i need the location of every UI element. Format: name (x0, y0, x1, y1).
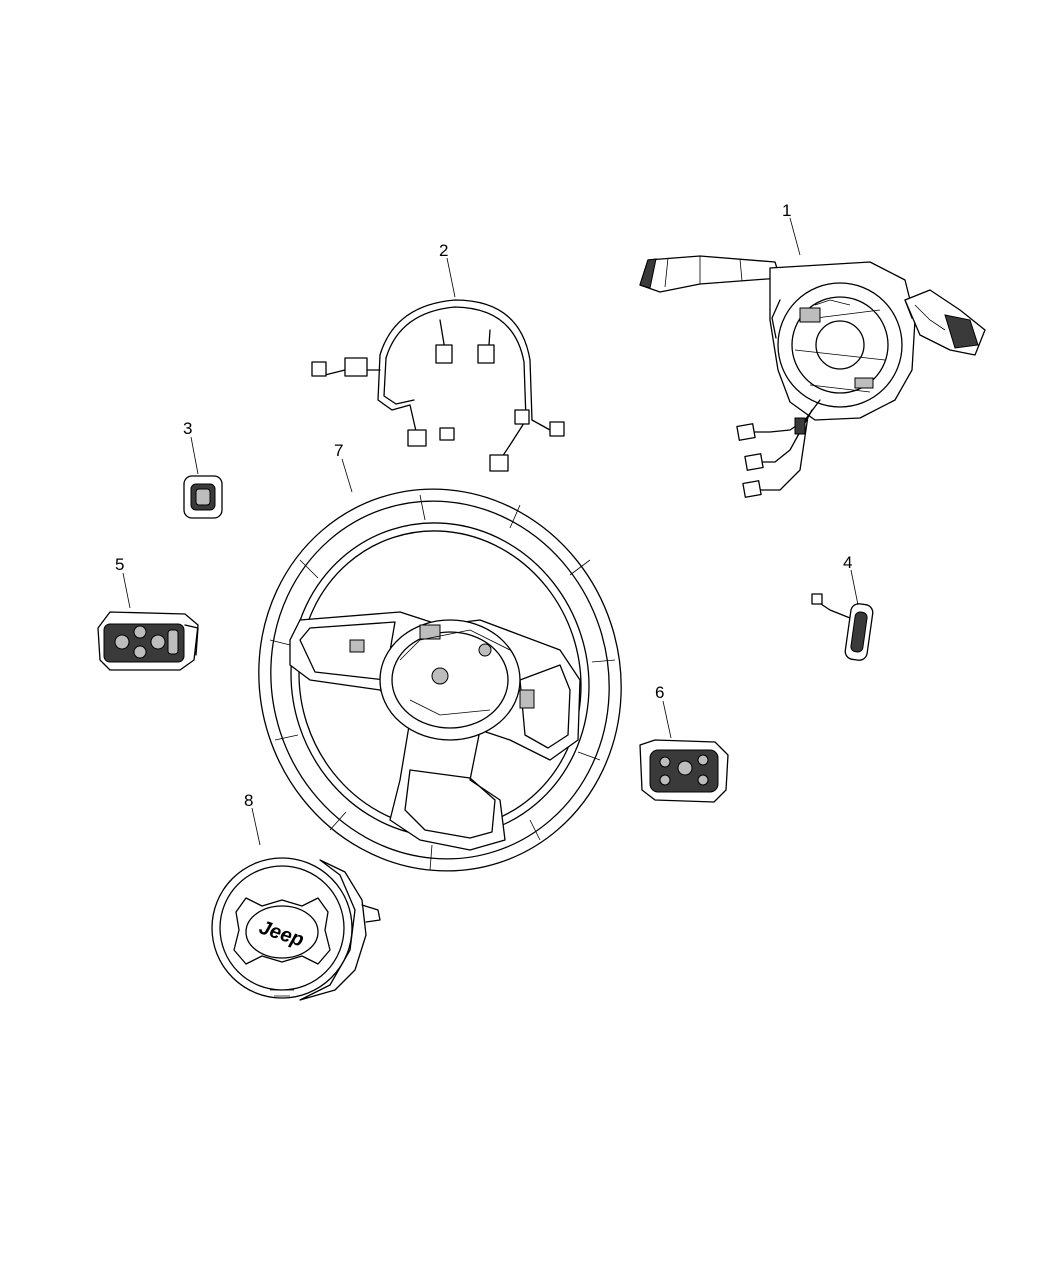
callout-3: 3 (183, 419, 192, 438)
callout-7: 7 (334, 441, 343, 460)
callout-8: 8 (244, 791, 253, 810)
callout-2: 2 (439, 241, 448, 260)
part-7-steering-wheel (258, 488, 622, 872)
callout-6: 6 (655, 683, 664, 702)
part-6-right-switch-module (639, 739, 729, 803)
callout-1: 1 (782, 201, 791, 220)
callout-leaders (122, 217, 859, 846)
part-3-switch (183, 475, 223, 519)
callout-4: 4 (843, 553, 852, 572)
callout-5: 5 (115, 555, 124, 574)
part-2-wiring-harness (311, 299, 565, 472)
part-5-left-switch-module (97, 611, 199, 671)
part-4-switch-with-pigtail (811, 593, 874, 661)
part-8-driver-airbag: Jeep (211, 857, 381, 1001)
part-1-clockspring-switch-assembly (639, 255, 986, 498)
